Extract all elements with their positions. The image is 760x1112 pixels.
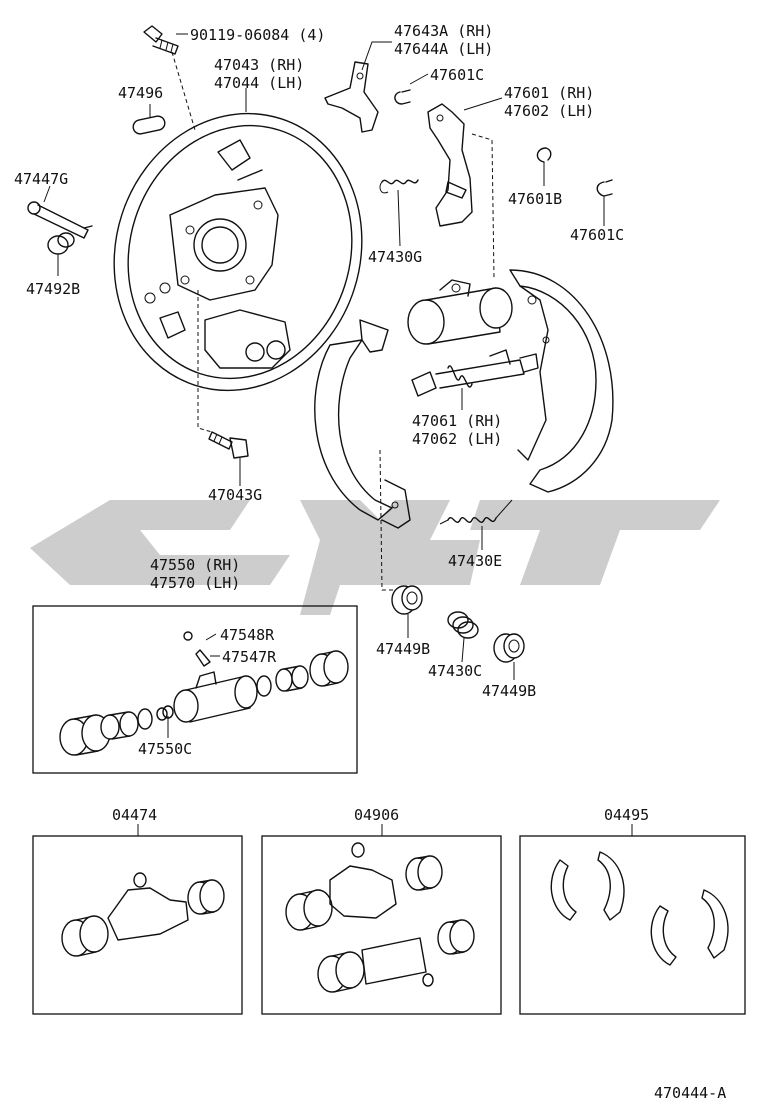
plug-47496 [132,115,166,135]
spring-47430c [447,611,479,639]
callout-c22: 04474 [112,806,157,824]
watermark-logo [30,500,720,615]
pin-47447g [27,201,93,239]
wheel-cylinder-exploded [59,631,349,756]
callout-c6: 47601 (RH)47602 (LH) [504,84,594,120]
clip-47601c-right [596,179,613,197]
cup-47449b-left [391,585,423,615]
clip-47601c-top [394,89,411,105]
callout-c3: 47043 (RH)47044 (LH) [214,56,304,92]
callout-c7: 47447G [14,170,68,188]
callout-c20: 47430C [428,662,482,680]
callout-c10: 47492B [26,280,80,298]
leader-lines [43,33,633,836]
callout-c1: 90119-06084 (4) [190,26,325,44]
kit-04906-parts [285,842,475,993]
diagram-code: 470444-A [654,1084,726,1102]
callout-c8: 47601B [508,190,562,208]
kit-box-04474 [32,835,243,1015]
spring-47430e [439,499,513,525]
cup-47492b [47,232,75,255]
callout-c21: 47449B [482,682,536,700]
callout-c24: 04495 [604,806,649,824]
cup-47449b-right [493,633,525,663]
callout-c13: 47043G [208,486,262,504]
bolt-47043g [208,431,249,459]
adjuster-47061 [411,349,539,397]
kit-box-04495 [519,835,746,1015]
wheel-cylinder-center [407,279,513,345]
callout-c9: 47601C [570,226,624,244]
callout-c4: 47496 [118,84,163,102]
brake-shoe-left [314,319,411,529]
kit-04474-parts [61,872,225,957]
kit-04495-parts [550,851,729,966]
callout-c11: 47430G [368,248,422,266]
wheel-cylinder-box [32,605,358,774]
callout-c17: 47547R [222,648,277,666]
lever-47643a [324,61,379,133]
callout-c15: 47550 (RH)47570 (LH) [150,556,240,592]
adjusting-lever-47601 [427,103,473,227]
callout-c23: 04906 [354,806,399,824]
callout-c12: 47061 (RH)47062 (LH) [412,412,502,448]
callout-c19: 47449B [376,640,430,658]
callout-c5: 47601C [430,66,484,84]
brake-shoe-right [509,269,614,493]
callout-c18: 47550C [138,740,192,758]
callout-labels: 90119-06084 (4) 47643A (RH)47644A (LH) 4… [14,22,726,1102]
callout-c2: 47643A (RH)47644A (LH) [394,22,493,58]
spring-47430g [379,179,419,194]
backing-plate [113,112,363,392]
bolt-90119-06084 [143,25,179,55]
callout-c16: 47548R [220,626,275,644]
callout-c14: 47430E [448,552,502,570]
clip-47601b [536,147,552,163]
